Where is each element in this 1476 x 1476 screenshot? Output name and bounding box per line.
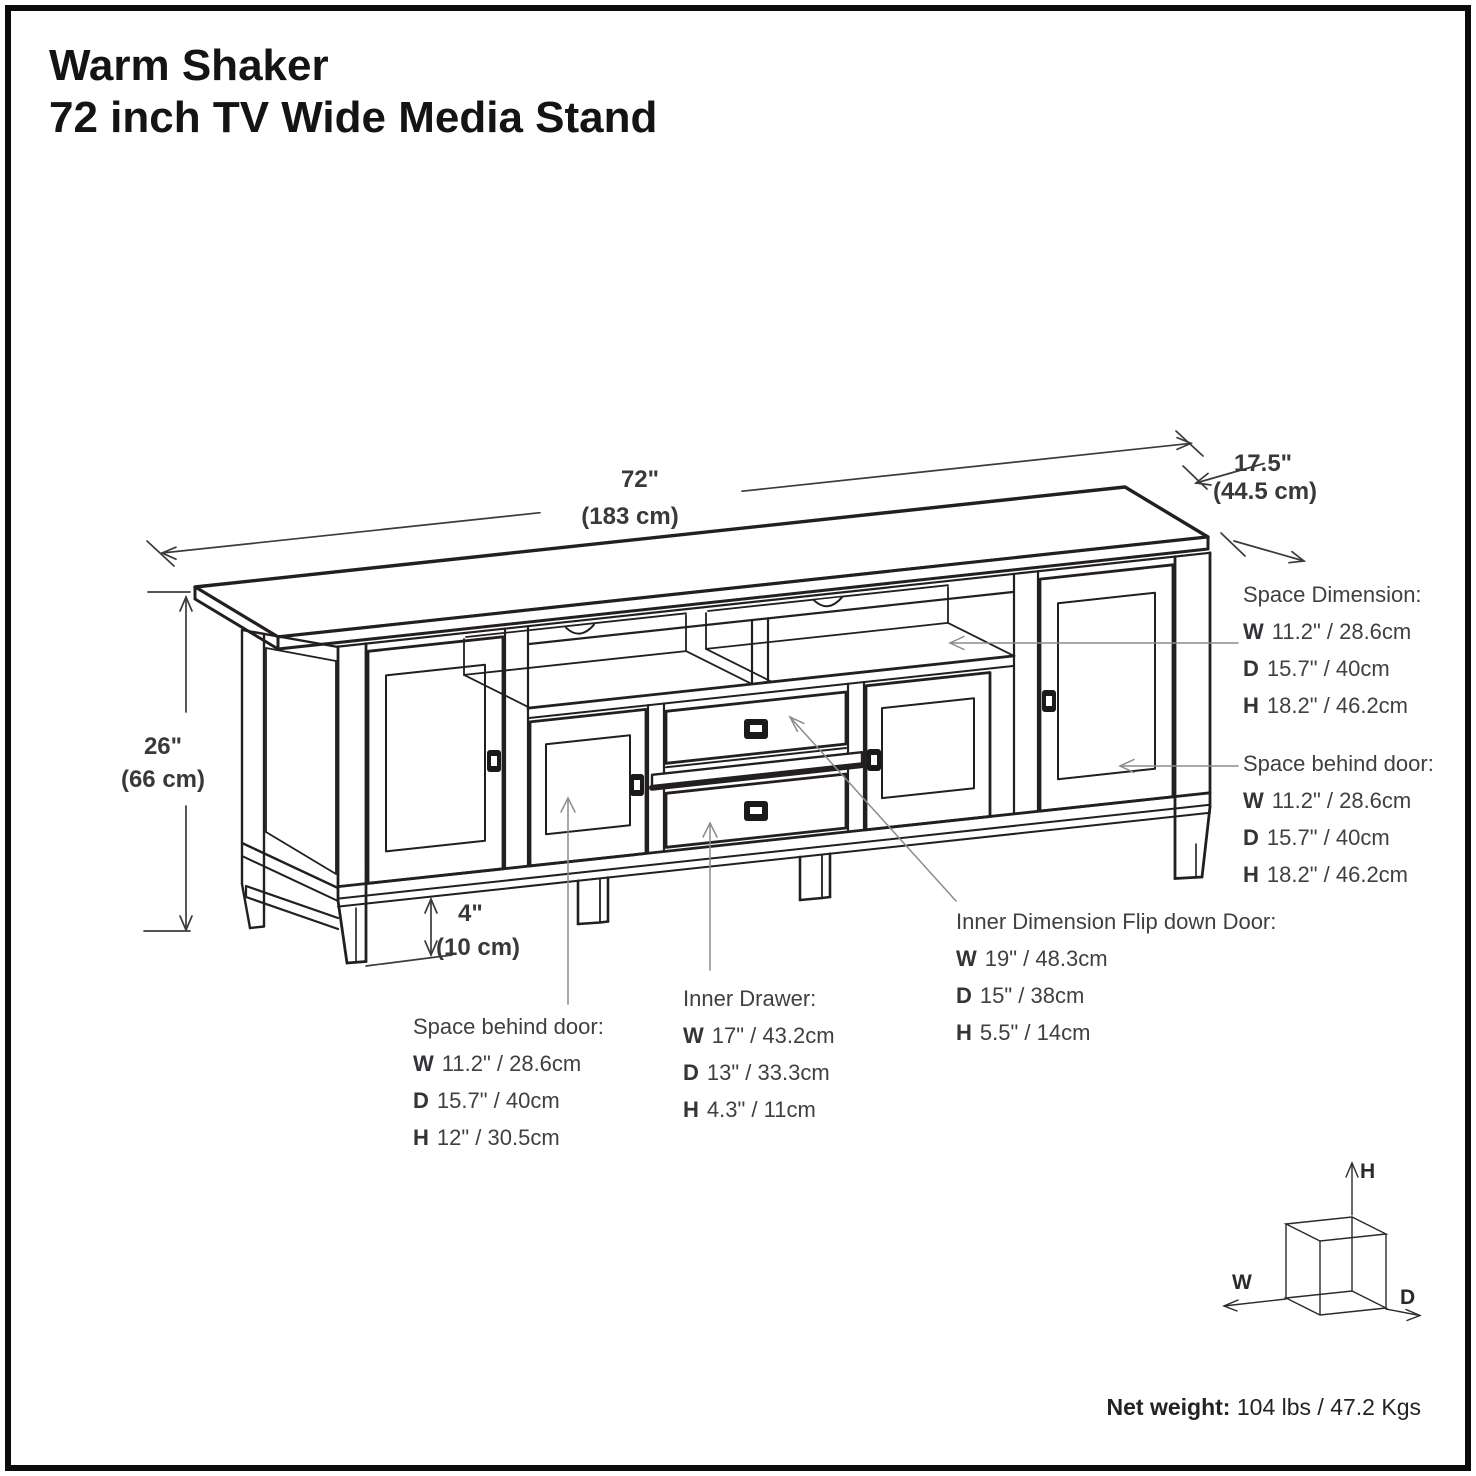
legs: [576, 852, 832, 926]
leader-space-behind-door-left: [560, 796, 576, 1005]
leg-label-inches: 4": [458, 900, 483, 927]
bottom-drawer-front: [664, 772, 848, 849]
lower-door-right: [864, 671, 992, 832]
height-label-metric: (66 cm): [120, 766, 206, 793]
leader-space-behind-door-right: [1118, 758, 1239, 774]
drawer-divider-rail: [649, 751, 865, 791]
leader-space-dimension: [948, 635, 1239, 651]
width-label-inches: 72": [620, 466, 660, 493]
leader-lines: [560, 635, 1239, 1005]
net-weight-label: Net weight:: [1106, 1394, 1231, 1420]
width-label-metric: (183 cm): [581, 503, 679, 530]
annotation-title: Inner Dimension Flip down Door:: [956, 909, 1277, 934]
net-weight: Net weight: 104 lbs / 47.2 Kgs: [900, 1394, 1421, 1421]
annotation-title: Inner Drawer:: [683, 986, 817, 1011]
left-side-panel: [240, 628, 340, 931]
cable-notch-icon: [565, 623, 595, 635]
leader-flip-down-door: [788, 715, 957, 902]
width-dimension-72in: [146, 430, 1204, 567]
leader-inner-drawer: [702, 821, 718, 971]
height-label-inches: 26": [143, 733, 183, 760]
flip-down-door-front: [664, 690, 848, 769]
product-name: Warm Shaker: [49, 41, 329, 90]
leg-dimension-4in: [365, 896, 453, 967]
net-weight-value: 104 lbs / 47.2 Kgs: [1236, 1394, 1421, 1420]
annotation-title: Space behind door:: [1243, 751, 1434, 776]
axis-cube-icon: [1222, 1161, 1422, 1322]
cable-notch-icon: [813, 596, 843, 608]
lower-door-left: [528, 708, 648, 868]
axis-label-w: W: [1232, 1271, 1252, 1294]
annotation-title: Space Dimension:: [1243, 582, 1422, 607]
product-subtitle: 72 inch TV Wide Media Stand: [49, 93, 658, 142]
right-tall-door: [1038, 563, 1175, 813]
height-dimension-26in: [143, 591, 193, 933]
annotation-title: Space behind door:: [413, 1014, 604, 1039]
left-tall-door: [366, 635, 505, 885]
dimension-lines: [143, 430, 1307, 967]
open-cubby-left: [463, 612, 753, 709]
axis-label-h: H: [1360, 1160, 1376, 1183]
axis-label-d: D: [1400, 1286, 1416, 1309]
open-cubby-right: [705, 584, 1015, 683]
leg-label-metric: (10 cm): [436, 934, 521, 961]
depth-label-metric: (44.5 cm): [1212, 478, 1318, 505]
page-title: Warm Shaker 72 inch TV Wide Media Stand: [49, 40, 657, 144]
depth-label-inches: 17.5": [1233, 450, 1293, 477]
depth-dimension-17-5in: [1182, 462, 1307, 564]
cubby-divider: [750, 617, 770, 686]
top-slab: [193, 485, 1212, 651]
